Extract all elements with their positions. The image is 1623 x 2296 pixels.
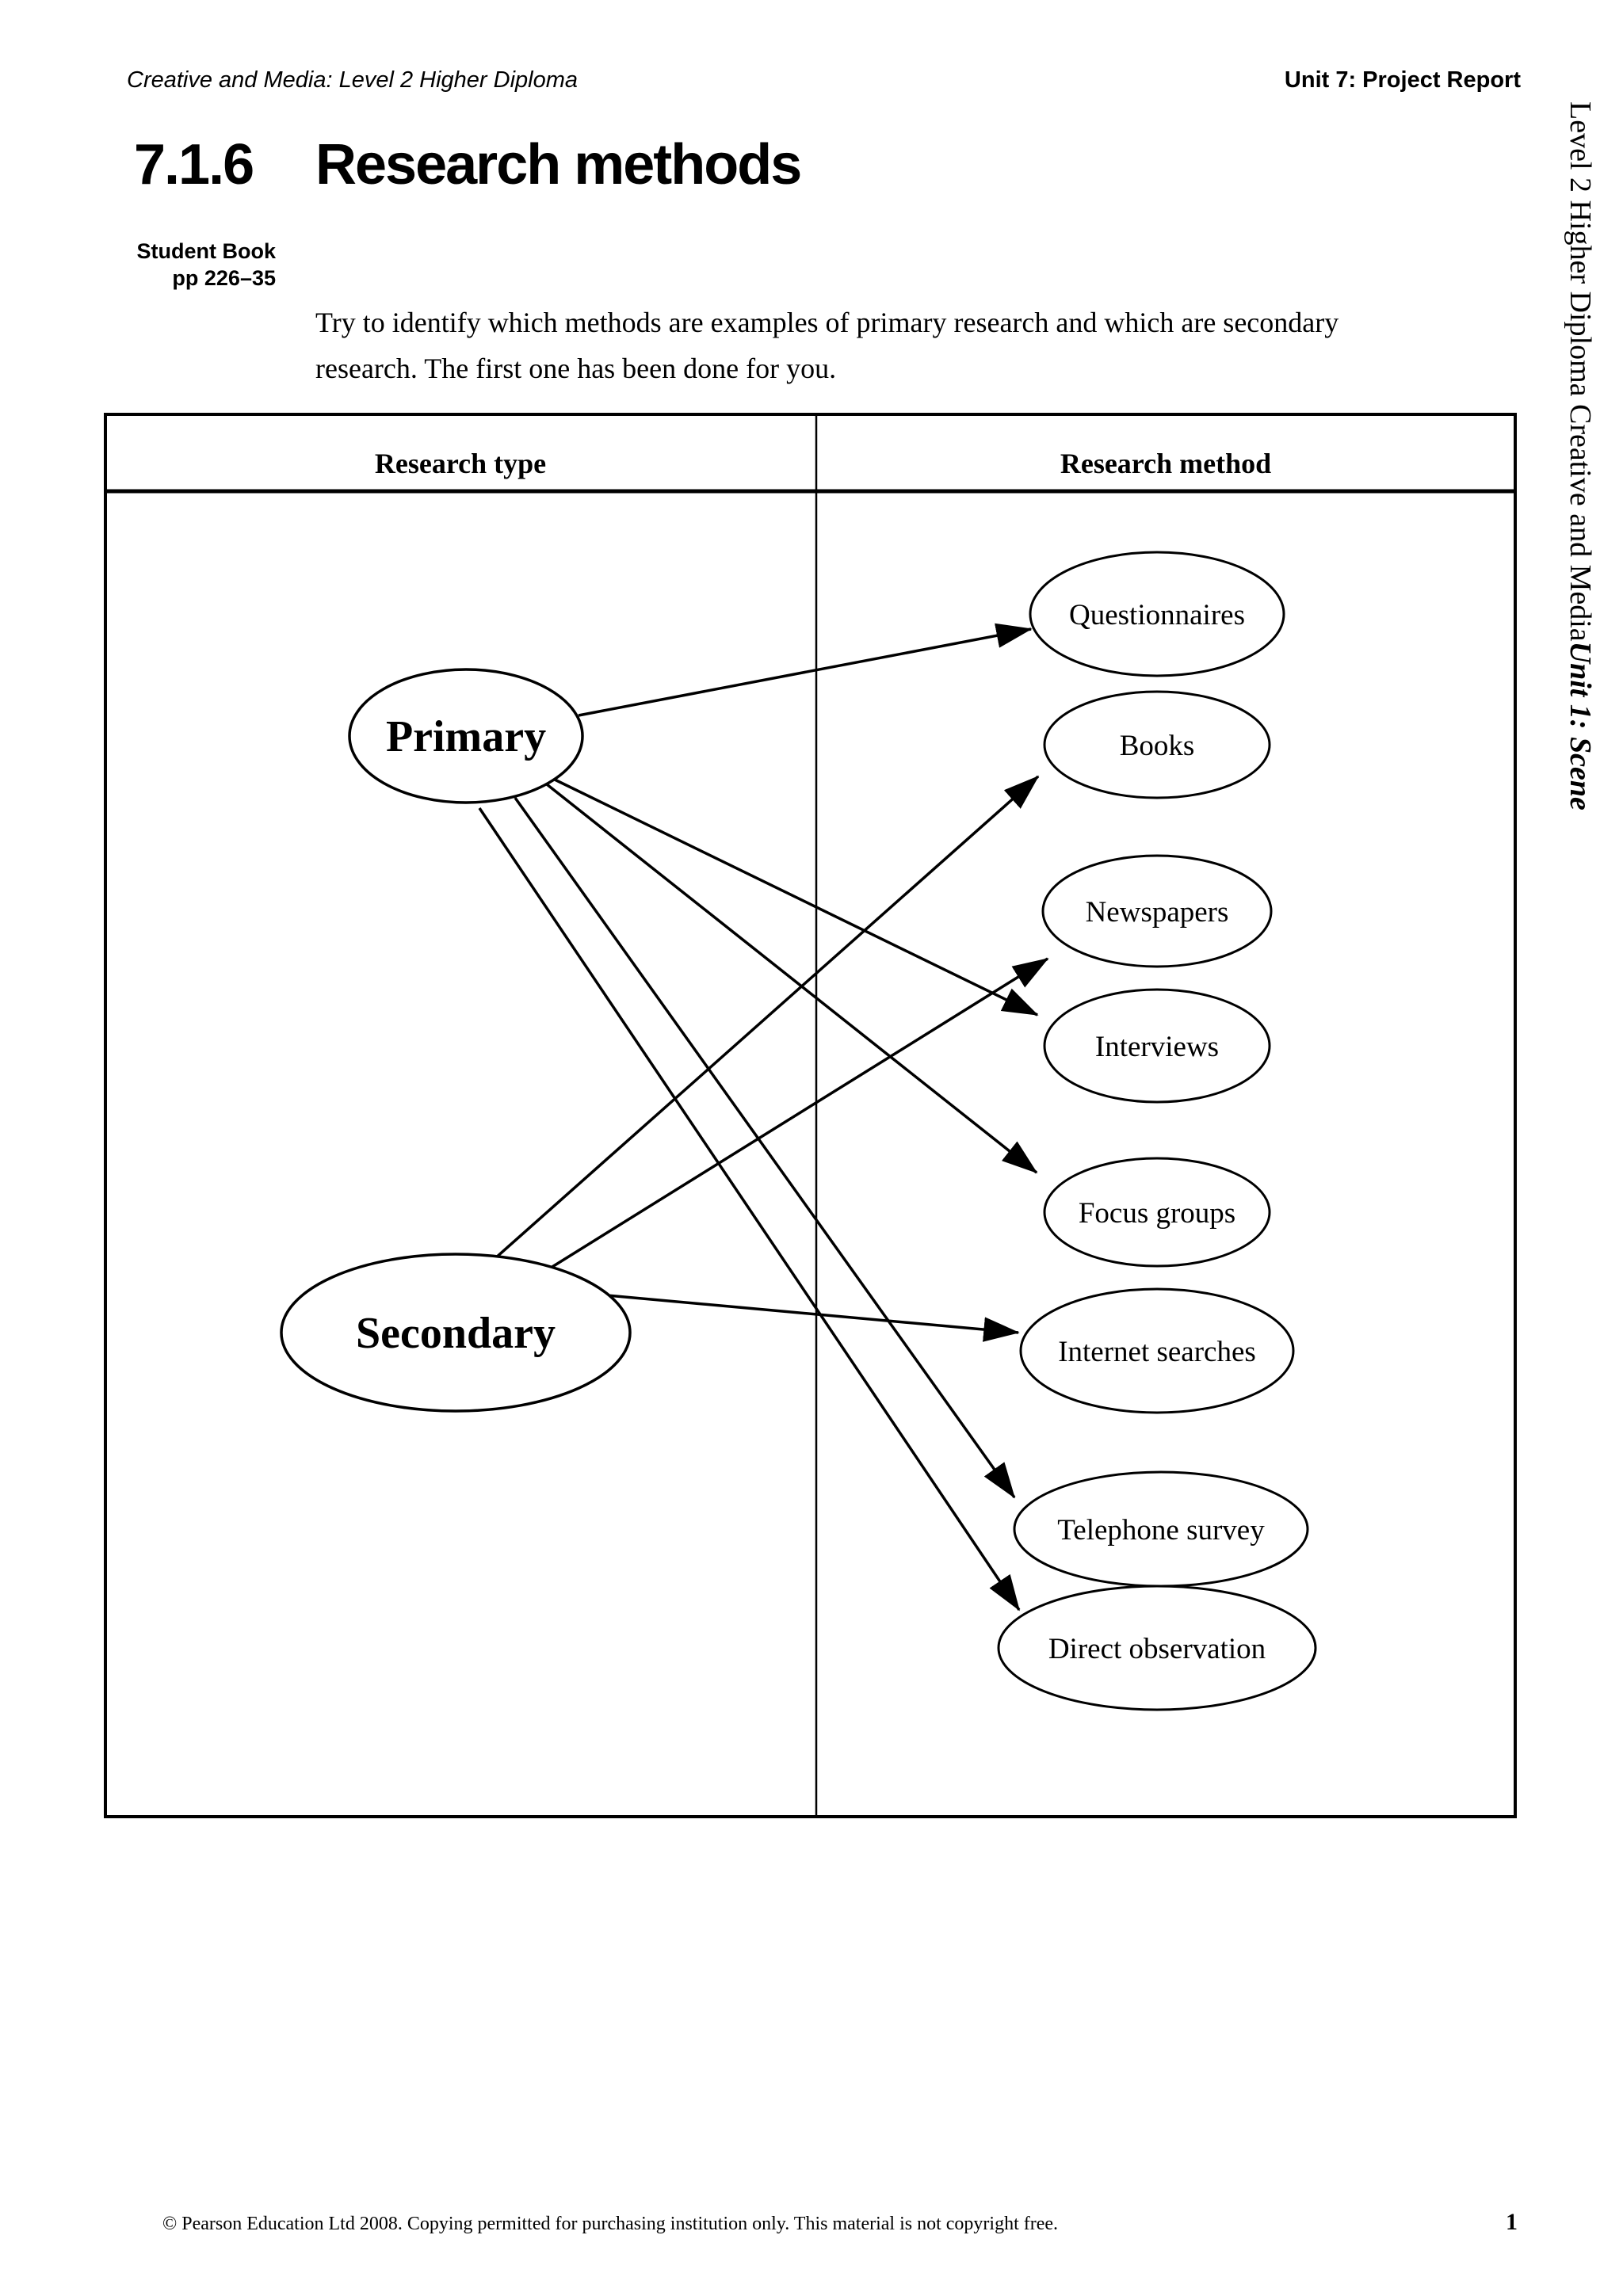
books-ellipse	[1043, 690, 1271, 799]
node-questionnaires: Questionnaires	[1029, 551, 1285, 677]
node-secondary: Secondary	[280, 1253, 632, 1413]
node-newspapers: Newspapers	[1041, 854, 1273, 968]
running-header: Creative and Media: Level 2 Higher Diplo…	[127, 67, 1521, 93]
interviews-label: Interviews	[1095, 1031, 1219, 1063]
instructions-line-1: Try to identify which methods are exampl…	[315, 307, 1339, 338]
page-number: 1	[1506, 2209, 1518, 2235]
node-telephone-survey: Telephone survey	[1013, 1470, 1309, 1588]
node-interviews: Interviews	[1043, 988, 1271, 1104]
arrow-primary-to-interviews	[554, 778, 1039, 1016]
arrow-primary-to-questionnaires	[578, 623, 1033, 717]
primary-label: Primary	[386, 712, 546, 761]
questionnaires-label: Questionnaires	[1069, 599, 1245, 631]
connection-arrows	[478, 623, 1049, 1611]
interviews-ellipse	[1043, 988, 1271, 1104]
direct-observation-label: Direct observation	[1048, 1633, 1266, 1665]
copyright-text: © Pearson Education Ltd 2008. Copying pe…	[162, 2214, 1059, 2234]
page-title: 7.1.6 Research methods	[134, 133, 802, 196]
node-books: Books	[1043, 690, 1271, 799]
secondary-label: Secondary	[356, 1309, 556, 1358]
section-title: Research methods	[315, 133, 802, 196]
instructions-paragraph: Try to identify which methods are exampl…	[315, 299, 1528, 391]
questionnaires-ellipse	[1029, 551, 1285, 677]
spine-text: Level 2 Higher Diploma Creative and Medi…	[1563, 101, 1598, 1020]
instructions-line-2: research. The first one has been done fo…	[315, 353, 837, 384]
node-internet-searches: Internet searches	[1019, 1287, 1295, 1414]
arrow-secondary-to-newspapers	[548, 957, 1049, 1271]
node-direct-observation: Direct observation	[997, 1585, 1317, 1711]
spine-course-text: Level 2 Higher Diploma Creative and Medi…	[1564, 101, 1597, 642]
books-label: Books	[1120, 730, 1195, 762]
header-unit-title: Unit 7: Project Report	[1284, 67, 1521, 93]
arrow-secondary-to-books	[494, 775, 1040, 1260]
telephone-survey-label: Telephone survey	[1057, 1514, 1265, 1547]
spine-unit-text: Unit 1: Scene	[1564, 641, 1597, 810]
node-focus-groups: Focus groups	[1043, 1157, 1271, 1268]
secondary-ellipse	[280, 1253, 632, 1413]
focus-groups-label: Focus groups	[1079, 1197, 1235, 1230]
column-header-research-type: Research type	[375, 448, 546, 479]
arrow-secondary-to-internet-searches	[598, 1293, 1020, 1342]
student-book-pages: pp 226–35	[172, 266, 276, 290]
focus-groups-ellipse	[1043, 1157, 1271, 1268]
node-primary: Primary	[348, 668, 584, 804]
page-footer: © Pearson Education Ltd 2008. Copying pe…	[162, 2209, 1518, 2236]
student-book-note: Student Book pp 226–35	[0, 238, 277, 292]
arrow-primary-to-telephone-survey	[514, 796, 1016, 1499]
primary-ellipse	[348, 668, 584, 804]
table-border	[104, 413, 1517, 1818]
section-number: 7.1.6	[134, 133, 254, 196]
student-book-label: Student Book	[136, 239, 277, 263]
internet-searches-ellipse	[1019, 1287, 1295, 1414]
arrow-primary-to-direct-observation	[478, 807, 1021, 1611]
internet-searches-label: Internet searches	[1058, 1336, 1256, 1368]
column-header-research-method: Research method	[1060, 448, 1271, 479]
direct-observation-ellipse	[997, 1585, 1317, 1711]
newspapers-label: Newspapers	[1086, 896, 1229, 929]
newspapers-ellipse	[1041, 854, 1273, 968]
header-course-title: Creative and Media: Level 2 Higher Diplo…	[127, 67, 579, 93]
arrow-primary-to-focus-groups	[545, 783, 1038, 1174]
